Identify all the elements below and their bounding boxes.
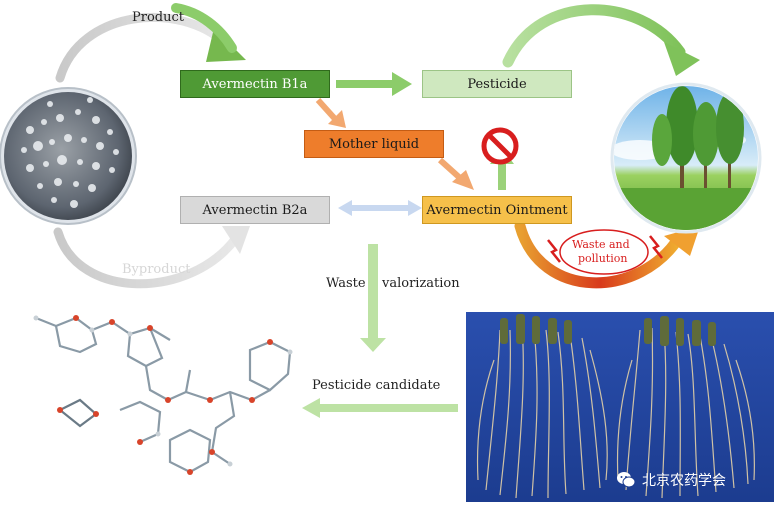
pesticide-to-landscape-arc	[502, 4, 686, 68]
prohibit-icon	[481, 127, 519, 165]
avermectin-ointment-box: Avermectin Ointment	[422, 196, 572, 224]
watermark: 北京农药学会	[616, 470, 726, 490]
product-label: Product	[132, 10, 184, 25]
pesticide-candidate-label: Pesticide candidate	[312, 378, 441, 393]
roots-photo-icon	[466, 312, 774, 502]
pesticide-candidate-arrow	[302, 398, 458, 418]
byproduct-label: Byproduct	[122, 262, 191, 277]
product-arc	[55, 12, 231, 83]
pollution-cloud	[547, 229, 663, 275]
mother-to-ointment-arrow	[437, 157, 463, 181]
waste-valorization-arrow	[360, 244, 386, 352]
avermectin-b1a-box: Avermectin B1a	[180, 70, 330, 98]
avermectin-b2a-box: Avermectin B2a	[180, 196, 330, 224]
waste-pollution-line2: pollution	[578, 252, 628, 265]
b1a-to-mother-arrow	[315, 97, 339, 123]
b1a-to-mother-arrowhead	[328, 110, 346, 128]
molecule-atoms	[33, 315, 293, 475]
byproduct-arrowhead	[222, 226, 250, 254]
waste-label: Waste	[326, 276, 366, 291]
pollution-arrowhead	[664, 226, 700, 256]
b2a-ointment-double-arrow	[338, 200, 422, 216]
product-arc-green	[171, 3, 237, 53]
byproduct-arc	[53, 227, 241, 289]
mother-liquid-box: Mother liquid	[304, 130, 444, 158]
mother-to-ointment-arrowhead	[452, 170, 474, 190]
tree-landscape-icon	[610, 82, 762, 234]
valorization-label: valorization	[382, 276, 460, 291]
petri-dish-icon	[0, 87, 137, 225]
molecule-structure-icon	[35, 316, 292, 474]
watermark-text: 北京农药学会	[642, 473, 726, 489]
b1a-to-pesticide-arrow	[336, 72, 412, 96]
waste-pollution-line1: Waste and	[572, 238, 630, 251]
landscape-arrowhead	[664, 42, 700, 76]
pesticide-box: Pesticide	[422, 70, 572, 98]
wechat-icon	[617, 472, 636, 488]
